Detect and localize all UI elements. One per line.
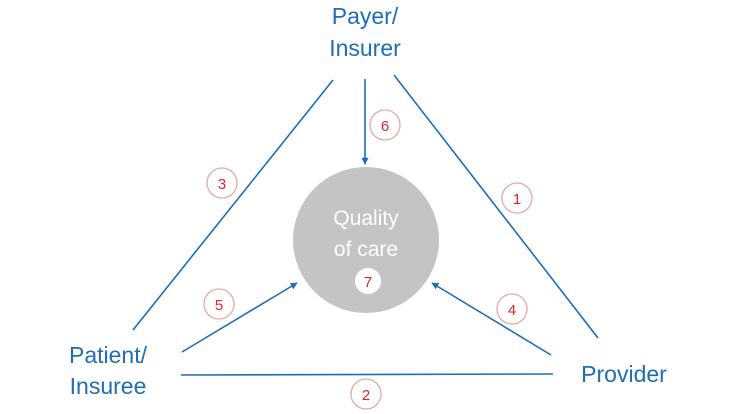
badge-7-label: 7	[364, 274, 372, 291]
badge-3: 3	[206, 167, 238, 199]
patient-label-line1: Patient/	[69, 342, 148, 368]
edge-patient-provider	[180, 373, 554, 376]
patient-label-line2: Insuree	[70, 373, 147, 399]
badge-2-label: 2	[362, 387, 370, 404]
badge-4-label: 4	[508, 302, 516, 319]
badge-5-label: 5	[215, 297, 223, 314]
edge-payer-provider	[393, 74, 599, 339]
badge-7-circle	[355, 268, 381, 294]
badge-7: 7	[355, 268, 381, 294]
badge-3-label: 3	[218, 176, 226, 193]
arrow-provider-to-center	[431, 282, 552, 356]
badge-1-circle	[501, 182, 533, 214]
badge-5: 5	[203, 288, 235, 320]
badge-6-label: 6	[381, 118, 389, 135]
badge-2: 2	[350, 378, 382, 410]
badge-3-circle	[206, 167, 238, 199]
payer-label-line2: Insurer	[329, 35, 401, 61]
provider-label: Provider	[581, 361, 667, 387]
payer-label-line1: Payer/	[332, 3, 399, 29]
badge-4-circle	[496, 293, 528, 325]
badge-5-circle	[203, 288, 235, 320]
badge-4: 4	[496, 293, 528, 325]
badge-6: 6	[369, 109, 401, 141]
center-label-line1: Quality	[333, 207, 399, 230]
arrow-patient-to-center	[181, 282, 298, 353]
center-label-line2: of care	[334, 238, 398, 261]
badge-2-circle	[350, 378, 382, 410]
center-circle	[293, 167, 439, 313]
badge-1-label: 1	[513, 191, 521, 208]
badge-6-circle	[369, 109, 401, 141]
edge-payer-patient	[132, 79, 334, 331]
badge-1: 1	[501, 182, 533, 214]
